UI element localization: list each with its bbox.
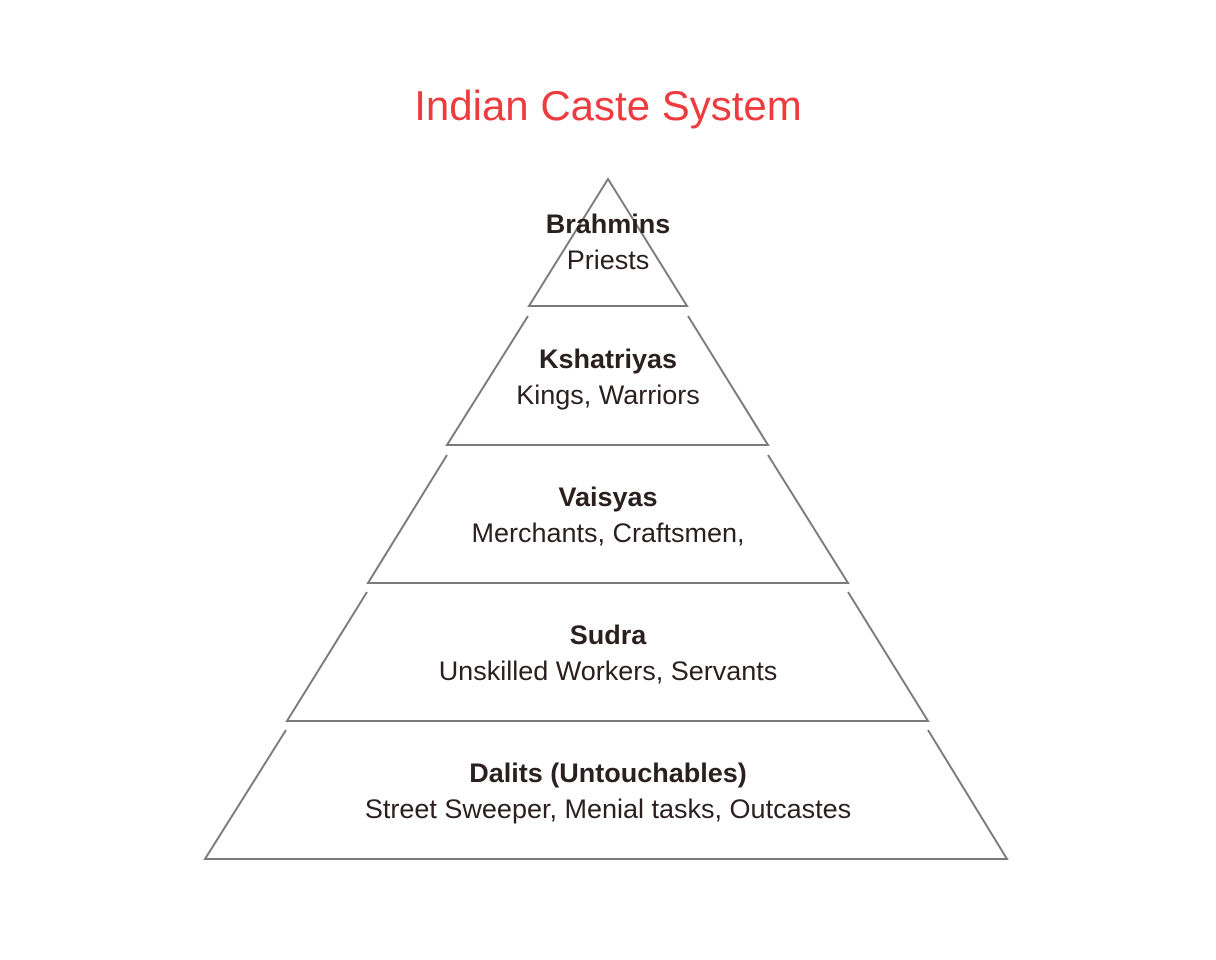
tier-vaisyas: Vaisyas Merchants, Craftsmen, bbox=[0, 479, 1216, 551]
tier-shape-kshatriyas bbox=[445, 315, 770, 446]
tier-shape-dalits bbox=[203, 729, 1009, 860]
tier-name: Sudra bbox=[569, 620, 647, 650]
tier-brahmins: Brahmins Priests bbox=[0, 206, 1216, 278]
diagram-title: Indian Caste System bbox=[414, 82, 802, 129]
tier-name: Kshatriyas bbox=[538, 344, 678, 374]
tier-dalits: Dalits (Untouchables) Street Sweeper, Me… bbox=[0, 755, 1216, 827]
tier-name: Brahmins bbox=[545, 209, 671, 239]
tier-shape-vaisyas bbox=[366, 454, 850, 584]
tier-kshatriyas: Kshatriyas Kings, Warriors bbox=[0, 341, 1216, 413]
tier-name: Dalits (Untouchables) bbox=[469, 758, 747, 788]
tier-description: Unskilled Workers, Servants bbox=[438, 656, 778, 686]
tier-description: Kings, Warriors bbox=[516, 380, 700, 410]
tier-description: Street Sweeper, Menial tasks, Outcastes bbox=[364, 794, 852, 824]
tier-description: Priests bbox=[566, 245, 650, 275]
tier-description: Merchants, Craftsmen, bbox=[471, 518, 745, 548]
tier-sudra: Sudra Unskilled Workers, Servants bbox=[0, 617, 1216, 689]
tier-name: Vaisyas bbox=[558, 482, 658, 512]
tier-shape-sudra bbox=[285, 591, 930, 722]
tier-shape-brahmins bbox=[527, 177, 689, 307]
